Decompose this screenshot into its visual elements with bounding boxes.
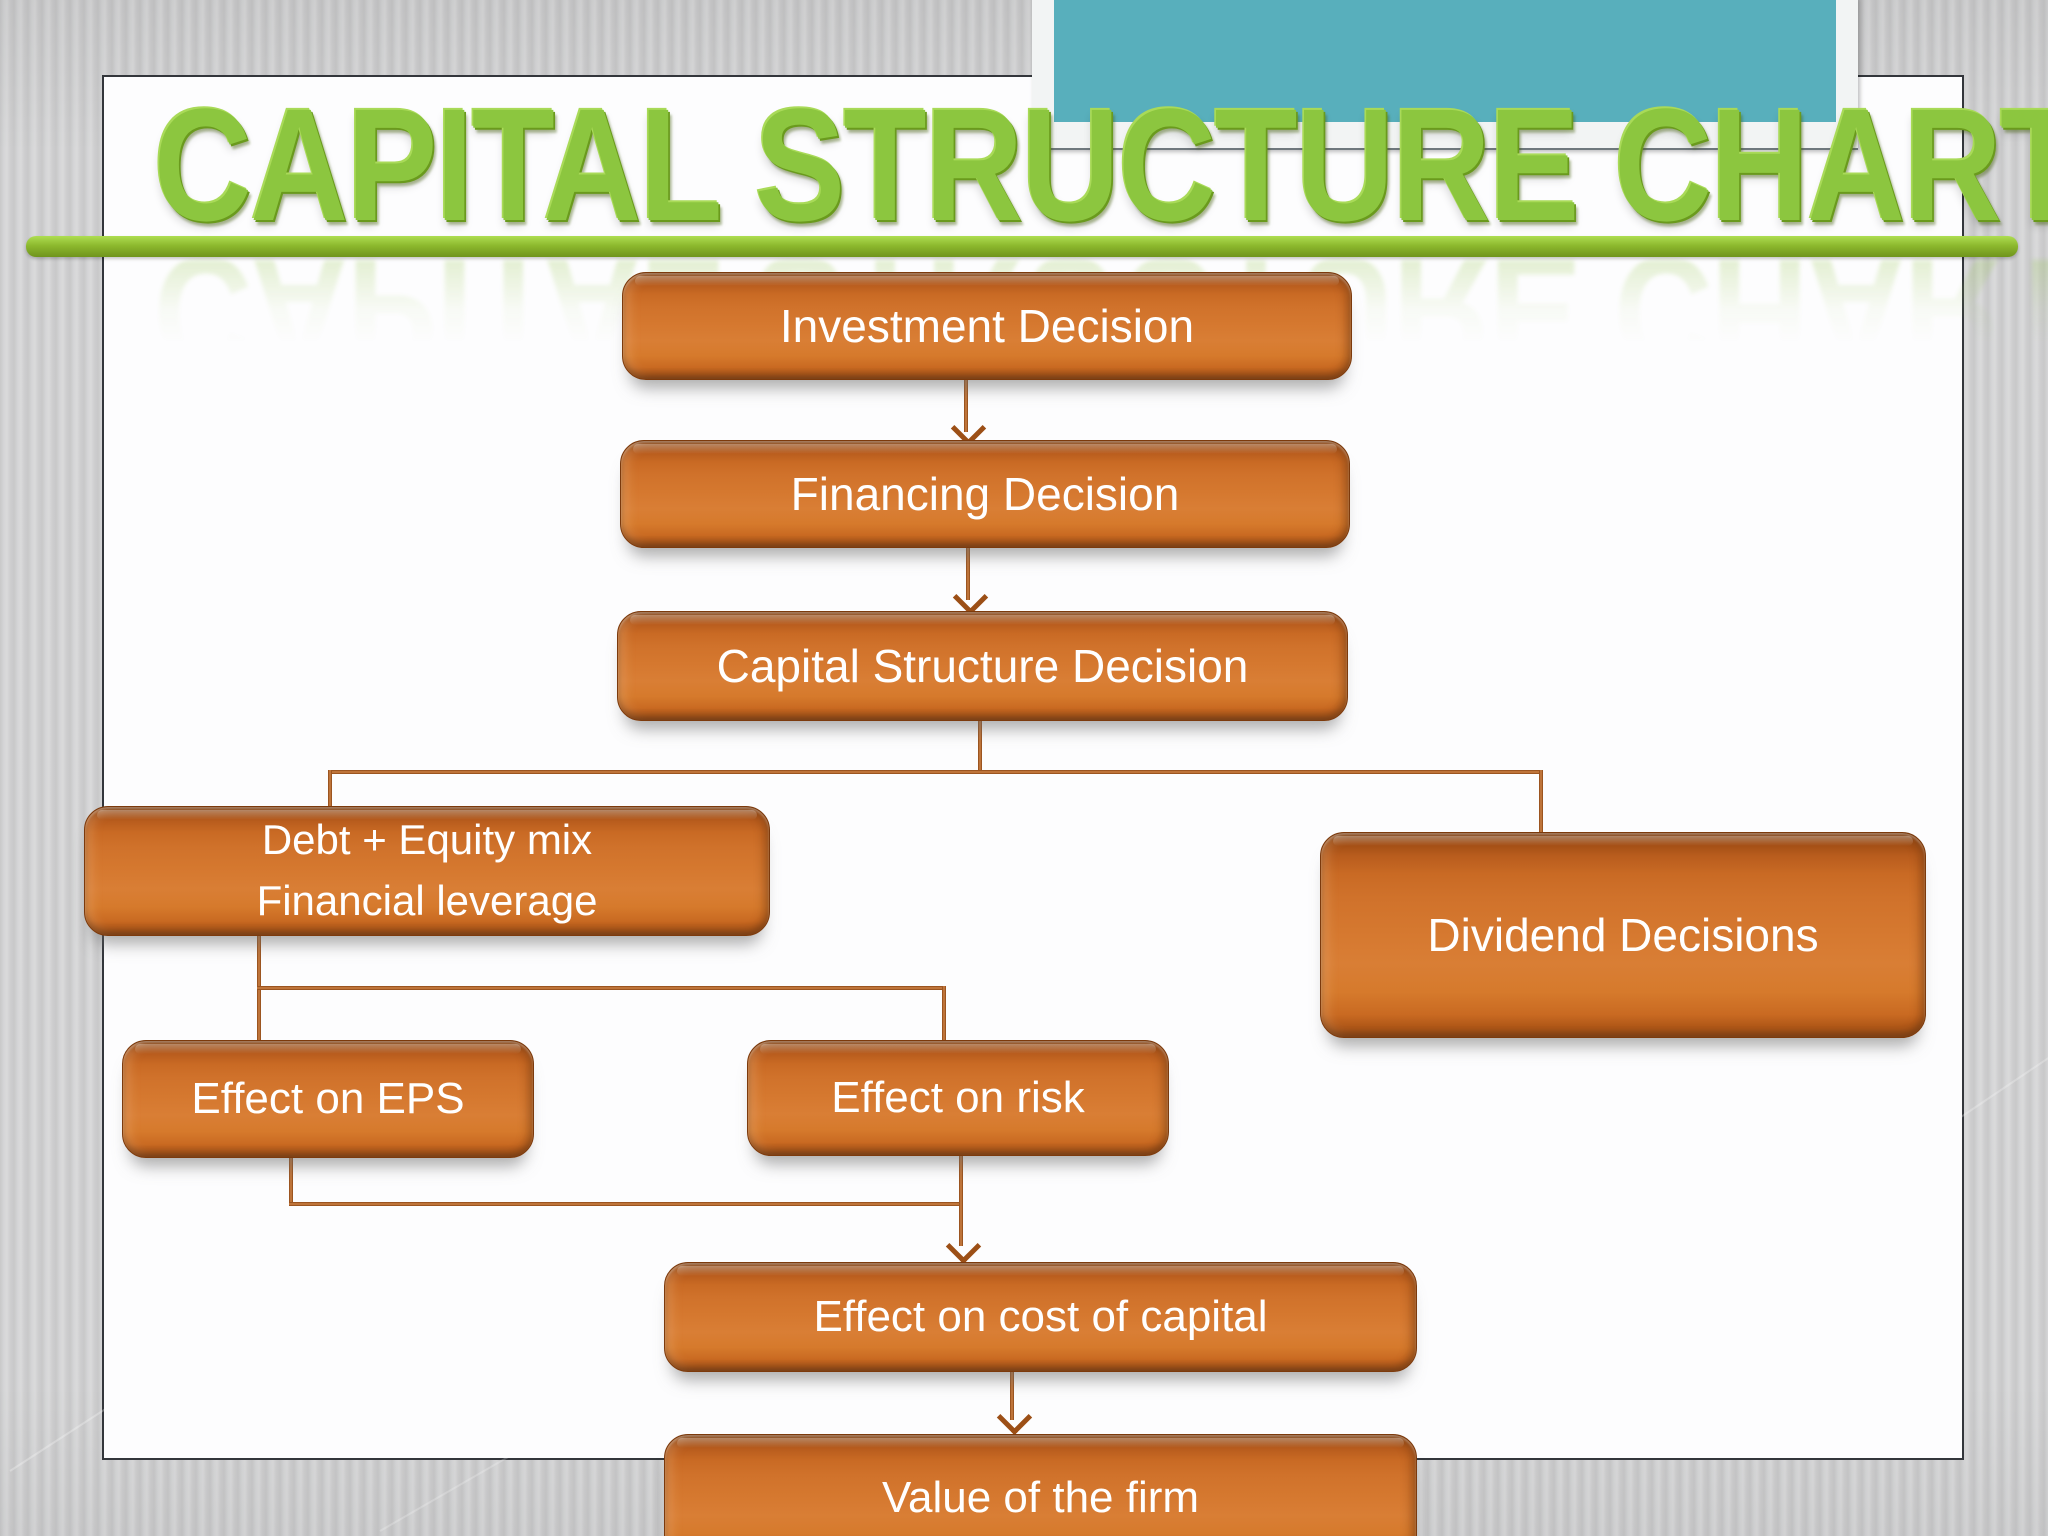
connector-branch1-to-dividend [1539,770,1543,834]
connector-branch1-to-debt [328,770,332,808]
node-dividend-decisions: Dividend Decisions [1320,832,1926,1038]
node-effect-on-risk: Effect on risk [747,1040,1169,1156]
title-underline-bar [26,236,2018,257]
teal-panel [1054,0,1836,122]
connector-investment-financing [964,378,968,432]
node-investment-decision: Investment Decision [622,272,1352,380]
connector-branch2-horizontal [257,986,946,990]
connector-risk-to-cost [959,1152,963,1246]
node-value-of-the-firm: Value of the firm [664,1434,1417,1536]
node-effect-on-eps: Effect on EPS [122,1040,534,1158]
teal-panel-frame [1032,0,1858,150]
decor-line [1954,985,2048,1122]
connector-cost-to-value [1010,1370,1014,1420]
connector-branch1-horizontal [330,770,1543,774]
node-debt-equity-mix: Debt + Equity mix Financial leverage [84,806,770,936]
node-capital-structure-decision: Capital Structure Decision [617,611,1348,721]
connector-branch2-to-risk [942,986,946,1042]
connector-capital-branch-stem [978,719,982,773]
connector-financing-capital [966,546,970,600]
node-financing-decision: Financing Decision [620,440,1350,548]
node-effect-on-cost-of-capital: Effect on cost of capital [664,1262,1417,1372]
connector-merge-horizontal [289,1202,963,1206]
connector-eps-down [289,1154,293,1206]
